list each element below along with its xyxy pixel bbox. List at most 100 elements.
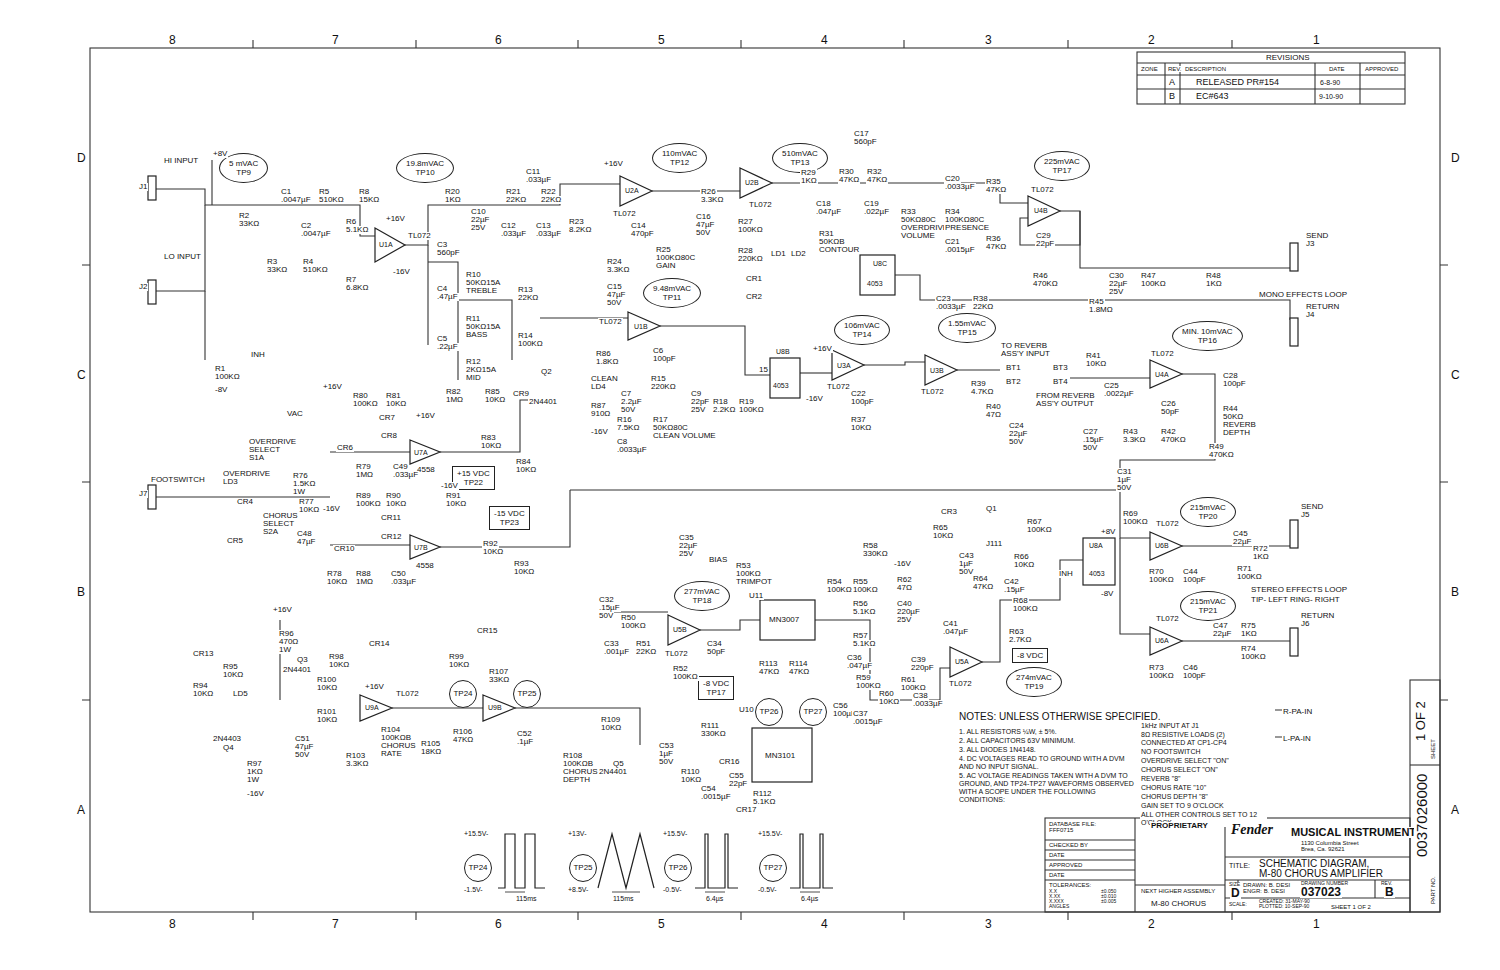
schematic-label: C18 (815, 200, 832, 208)
schematic-label: R23 (568, 218, 585, 226)
schematic-label: CHORUS (262, 512, 299, 520)
schematic-label: 220KΩ (650, 383, 677, 391)
schematic-label: R97 (246, 760, 263, 768)
schematic-label: R52 (672, 665, 689, 673)
schematic-label: 470pF (630, 230, 655, 238)
schematic-label: Brea, Ca. 92621 (1300, 846, 1346, 852)
schematic-label: R99 (448, 653, 465, 661)
schematic-label: 470KΩ (1160, 436, 1187, 444)
callout-text: TP19 (1016, 682, 1052, 691)
schematic-label: 10KΩ (680, 776, 702, 784)
schematic-label: 1.8MΩ (1088, 306, 1114, 314)
schematic-label: 470KΩ (1208, 451, 1235, 459)
schematic-label: R69 (1122, 510, 1139, 518)
schematic-label: 100KΩ (355, 500, 382, 508)
schematic-label: R5 (318, 188, 330, 196)
schematic-label: 25V (896, 616, 912, 624)
schematic-label: 3 (984, 918, 993, 930)
schematic-label: +15.5V- (662, 830, 688, 837)
schematic-label: .47µF (436, 293, 459, 301)
schematic-label: .033µF (392, 471, 419, 479)
schematic-label: U4B (1033, 207, 1049, 214)
schematic-label: 8.2KΩ (568, 226, 592, 234)
schematic-label: R42 (1160, 428, 1177, 436)
schematic-label: 10KΩ (448, 661, 470, 669)
schematic-label: SHEET 1 OF 2 (1330, 904, 1372, 910)
schematic-label: 220µF (896, 608, 921, 616)
op-amp-symbols (148, 168, 1298, 782)
schematic-label: 100KΩ (1148, 576, 1175, 584)
schematic-label: C8 (616, 438, 628, 446)
schematic-label: R91 (445, 492, 462, 500)
schematic-label: R67 (1026, 518, 1043, 526)
schematic-label: 100KΩ (620, 622, 647, 630)
schematic-label: A (1450, 804, 1460, 816)
schematic-label: 50KΩ80C (652, 424, 689, 432)
schematic-label: U11 (748, 592, 764, 600)
schematic-label: C54 (700, 785, 717, 793)
schematic-label: 50KΩ15A (465, 323, 501, 331)
schematic-label: C55 (728, 772, 745, 780)
schematic-label: S2A (262, 528, 279, 536)
schematic-label: C2 (300, 222, 312, 230)
schematic-label: TO REVERB (1000, 342, 1048, 350)
schematic-label: 0037026000 (1414, 773, 1429, 858)
schematic-label: 5. AC VOLTAGE READINGS TAKEN WITH A DVM … (958, 772, 1135, 804)
schematic-label: 100KΩ (1012, 605, 1039, 613)
schematic-label: 2.2µF (620, 398, 643, 406)
schematic-label: PRESENCE (944, 224, 990, 232)
schematic-label: C45 (1232, 530, 1249, 538)
schematic-label: DATE (1048, 852, 1066, 858)
callout-text: TP25 (573, 863, 592, 872)
schematic-label: U6B (1154, 542, 1170, 549)
schematic-label: 2N4403 (212, 735, 242, 743)
schematic-label: C (1450, 369, 1461, 381)
schematic-label: .033µF (500, 230, 527, 238)
schematic-label: R90 (385, 492, 402, 500)
callout-text: 5 mVAC (229, 159, 258, 168)
schematic-label: .033µF (525, 176, 552, 184)
schematic-label: R59 (855, 674, 872, 682)
schematic-label: REV. (1167, 66, 1182, 72)
schematic-label: 470KΩ (1032, 280, 1059, 288)
callout-text: 19.8mVAC (406, 159, 444, 168)
schematic-label: R37 (850, 416, 867, 424)
schematic-label: R1 (214, 365, 226, 373)
schematic-label: OVERDRIVE SELECT "ON" (1140, 757, 1267, 765)
schematic-label: C6 (652, 347, 664, 355)
schematic-label: 50KΩB (818, 238, 846, 246)
schematic-label: R36 (985, 235, 1002, 243)
schematic-label: BT1 (1005, 364, 1022, 372)
schematic-label: R93 (513, 560, 530, 568)
schematic-label: 10KΩ (326, 578, 348, 586)
schematic-label: C7 (620, 390, 632, 398)
schematic-label: .033µF (390, 578, 417, 586)
schematic-label: R25 (655, 246, 672, 254)
schematic-label: C24 (1008, 422, 1025, 430)
schematic-label: R38 (972, 295, 989, 303)
schematic-label: BIAS (708, 556, 728, 564)
schematic-label: OVERDRIVE (248, 438, 297, 446)
schematic-label: R87 (590, 402, 607, 410)
schematic-label: R66 (1013, 553, 1030, 561)
schematic-label: C25 (1103, 382, 1120, 390)
schematic-label: 47KΩ (788, 668, 810, 676)
schematic-label: C50 (390, 570, 407, 578)
schematic-label: 100KΩB (380, 734, 412, 742)
schematic-label: R109 (600, 716, 621, 724)
schematic-label: R105 (420, 740, 441, 748)
schematic-label: 330KΩ (700, 730, 727, 738)
schematic-label: C32 (598, 596, 615, 604)
schematic-label: 1KΩ (444, 196, 462, 204)
schematic-label: APPROVED (1364, 66, 1399, 72)
schematic-label: NEXT HIGHER ASSEMBLY (1140, 888, 1216, 894)
schematic-label: 4053 (1088, 570, 1106, 577)
schematic-label: 10KΩ (1013, 561, 1035, 569)
callout-text: TP27 (803, 707, 822, 716)
callout-text: 1.55mVAC (948, 319, 986, 328)
schematic-label: DEPTH (562, 776, 591, 784)
schematic-label: R6 (345, 218, 357, 226)
schematic-label: CONTOUR (818, 246, 860, 254)
schematic-label: U6A (1154, 637, 1170, 644)
schematic-label: R79 (355, 463, 372, 471)
